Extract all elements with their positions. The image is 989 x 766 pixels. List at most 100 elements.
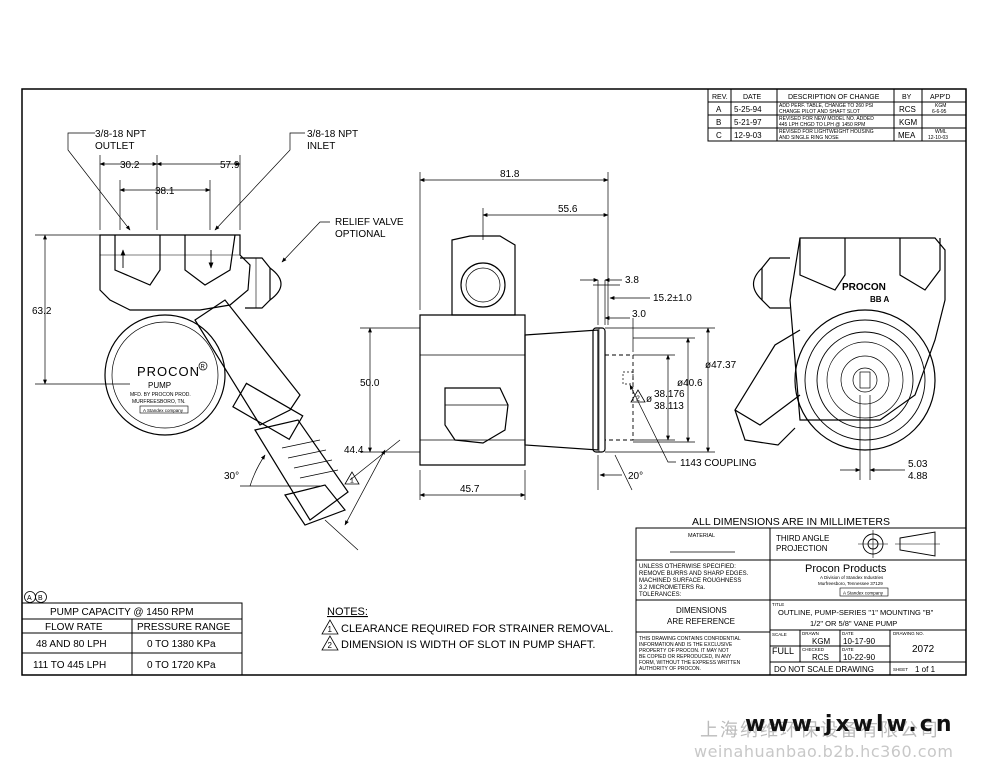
material-label: MATERIAL xyxy=(688,533,715,539)
capacity-row-2-flow: 111 TO 445 LPH xyxy=(33,660,106,671)
rev-a-app2: 6-6-95 xyxy=(932,109,947,115)
title-label: TITLE xyxy=(772,602,784,607)
dim-44-4: 44.4 xyxy=(344,445,364,456)
rev-c-desc1: REVISED FOR LIGHTWEIGHT HOUSING xyxy=(779,129,874,135)
note-1-text: CLEARANCE REQUIRED FOR STRAINER REMOVAL. xyxy=(341,623,613,635)
note-2-flag xyxy=(630,389,646,403)
title-line-1: OUTLINE, PUMP-SERIES "1" MOUNTING "B" xyxy=(778,608,934,617)
sheet-border xyxy=(21,88,967,676)
badge-brand: PROCON xyxy=(137,364,200,379)
unless-2: REMOVE BURRS AND SHARP EDGES. xyxy=(639,571,749,577)
rev-a-app1: KGM xyxy=(935,103,946,109)
rev-marker-b: B xyxy=(38,595,43,602)
note-1-num: 1 xyxy=(328,625,333,634)
capacity-header-flow: FLOW RATE xyxy=(45,622,103,633)
rev-a-desc2: CHANGE PILOT AND SHAFT SLOT xyxy=(779,109,860,115)
checked-value: RCS xyxy=(812,653,829,662)
rev-header-desc: DESCRIPTION OF CHANGE xyxy=(788,94,880,101)
dim-63-2: 63.2 xyxy=(32,306,52,317)
dim-30-2: 30.2 xyxy=(120,160,140,171)
unless-1: UNLESS OTHERWISE SPECIFIED: xyxy=(639,564,736,570)
procon-badge: PROCON R PUMP MFD. BY PROCON PROD. MURFR… xyxy=(130,361,208,414)
dim-phi: ø xyxy=(646,394,652,405)
dim-81-8: 81.8 xyxy=(500,169,520,180)
rev-a-date: 5-25-94 xyxy=(734,105,762,114)
scale-value: FULL xyxy=(772,646,794,656)
note-1-flag-num: 1 xyxy=(350,478,354,485)
drawn-label: DRAWN xyxy=(802,631,819,636)
capacity-title: PUMP CAPACITY @ 1450 RPM xyxy=(50,607,194,618)
dim-45-7: 45.7 xyxy=(460,484,480,495)
rev-marker-a: A xyxy=(27,595,32,602)
company-sub-2: Murfreesboro, Tennessee 37129 xyxy=(818,581,883,586)
rev-b-desc1: REVISED FOR NEW MODEL NO. ADDED xyxy=(779,116,874,122)
confidential-5: FORM, WITHOUT THE EXPRESS WRITTEN xyxy=(639,660,741,666)
capacity-row-1-flow: 48 AND 80 LPH xyxy=(36,639,107,650)
left-view-dimensions xyxy=(35,132,401,551)
badge-plate: A Standex company xyxy=(143,408,184,413)
badge-mfd: MFD. BY PROCON PROD. xyxy=(130,392,191,398)
rev-b-date: 5-21-97 xyxy=(734,118,762,127)
do-not-scale: DO NOT SCALE DRAWING xyxy=(774,665,874,674)
dim-30-deg: 30° xyxy=(224,471,239,482)
capacity-row-1-pressure: 0 TO 1380 KPa xyxy=(147,639,216,650)
date-label-1: DATE xyxy=(842,631,854,636)
rev-header-appd: APP'D xyxy=(930,94,950,101)
dim-3-0: 3.0 xyxy=(632,309,646,320)
rev-header-date: DATE xyxy=(743,94,761,101)
rev-header-rev: REV. xyxy=(712,94,728,101)
confidential-3: PROPERTY OF PROCON. IT MAY NOT xyxy=(639,648,729,654)
dim-40-6: ø40.6 xyxy=(677,378,703,389)
dims-ref-2: ARE REFERENCE xyxy=(667,617,735,626)
dim-5-03: 5.03 xyxy=(908,459,928,470)
all-dims-note: ALL DIMENSIONS ARE IN MILLIMETERS xyxy=(692,516,890,528)
notes: NOTES: 1 CLEARANCE REQUIRED FOR STRAINER… xyxy=(321,606,613,651)
sheet-value: 1 of 1 xyxy=(915,665,936,674)
dim-50-0: 50.0 xyxy=(360,378,380,389)
rev-a-letter: A xyxy=(716,105,722,114)
badge-pump: PUMP xyxy=(148,381,171,390)
revision-table xyxy=(707,88,967,142)
dim-38-113: 38.113 xyxy=(654,401,684,412)
notes-heading: NOTES: xyxy=(327,606,368,618)
rev-a-by: RCS xyxy=(899,105,916,114)
third-angle-2: PROJECTION xyxy=(776,544,828,553)
right-view-pump xyxy=(734,237,946,451)
capacity-header-pressure: PRESSURE RANGE xyxy=(137,622,231,633)
note-2-flag-num: 2 xyxy=(636,396,640,403)
watermark-url: www.jxwlw.cn xyxy=(745,712,955,737)
note-1-flag xyxy=(344,471,360,485)
sheet-label: SHEET xyxy=(893,667,908,672)
unless-3: MACHINED SURFACE ROUGHNESS xyxy=(639,578,741,584)
rev-header-by: BY xyxy=(902,94,912,101)
dim-47-37: ø47.37 xyxy=(705,360,737,371)
rev-b-by: KGM xyxy=(899,118,918,127)
drawn-date: 10-17-90 xyxy=(843,637,876,646)
capacity-table-grid xyxy=(21,602,243,676)
rev-a-desc1: ADD PERF. TABLE, CHANGE TO 260 PSI xyxy=(779,103,873,109)
company-name: Procon Products xyxy=(805,563,887,575)
rev-markers: A B xyxy=(24,591,47,603)
checked-date: 10-22-90 xyxy=(843,653,876,662)
third-angle-1: THIRD ANGLE xyxy=(776,534,829,543)
dim-3-8: 3.8 xyxy=(625,275,639,286)
confidential-1: THIS DRAWING CONTAINS CONFIDENTIAL xyxy=(639,636,741,642)
inlet-label-1: 3/8-18 NPT xyxy=(307,129,358,140)
right-brand: PROCON xyxy=(842,282,886,293)
rev-c-app1: WML xyxy=(935,129,947,135)
unless-5: TOLERANCES: xyxy=(639,592,682,598)
middle-view-pump xyxy=(419,235,634,466)
dim-55-6: 55.6 xyxy=(558,204,578,215)
company-plate: A Standex company xyxy=(843,591,884,596)
inlet-label-2: INLET xyxy=(307,141,335,152)
title-block-grid xyxy=(635,527,967,676)
rev-c-date: 12-9-03 xyxy=(734,131,762,140)
date-label-2: DATE xyxy=(842,647,854,652)
left-view-pump xyxy=(99,234,349,526)
right-model-code: BB A xyxy=(870,295,889,304)
rev-c-by: MEA xyxy=(898,131,916,140)
title-line-2: 1/2" OR 5/8" VANE PUMP xyxy=(810,619,897,628)
confidential-2: INFORMATION AND IS THE EXCLUSIVE xyxy=(639,642,733,648)
capacity-row-2-pressure: 0 TO 1720 KPa xyxy=(147,660,216,671)
relief-label-2: OPTIONAL xyxy=(335,229,386,240)
